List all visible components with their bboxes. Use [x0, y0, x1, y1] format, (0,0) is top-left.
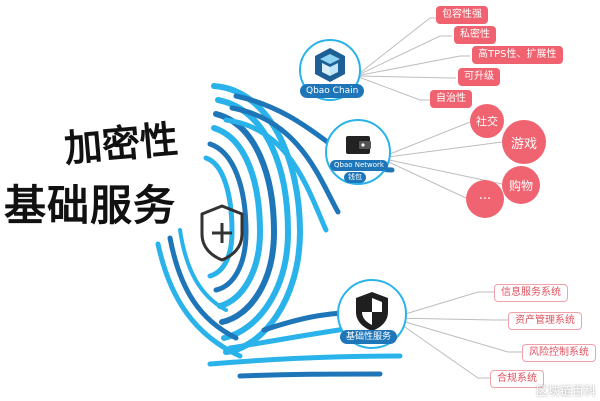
shield-dark-icon — [356, 292, 388, 331]
watermark: 区块链百科 — [535, 384, 596, 398]
bubble-shopping: 购物 — [502, 166, 540, 204]
wallet-connectors — [379, 121, 503, 199]
chain-tag-privacy: 私密性 — [454, 26, 496, 44]
wallet-hub-label: Qbao Network — [330, 160, 388, 171]
basic-tag-compliance: 合规系统 — [490, 370, 544, 388]
headline-encryption: 加密性 — [62, 117, 180, 171]
bubble-games: 游戏 — [502, 120, 546, 164]
basic-tag-asset: 资产管理系统 — [508, 312, 582, 330]
chain-tag-inclusive: 包容性强 — [436, 6, 488, 24]
headline-basic-services: 基础服务 — [4, 181, 177, 230]
chain-tag-tps: 高TPS性、扩展性 — [472, 46, 563, 64]
chain-tag-upgradable: 可升级 — [458, 68, 500, 86]
basic-connectors — [391, 291, 522, 379]
chain-hub-label: Qbao Chain — [300, 84, 365, 98]
basic-tag-info: 信息服务系统 — [494, 284, 568, 302]
chain-tag-autonomy: 自治性 — [430, 90, 472, 108]
basic-hub-label: 基础性服务 — [340, 330, 398, 344]
chain-connectors — [355, 17, 470, 101]
wallet-hub-sublabel: 钱包 — [344, 172, 366, 183]
wallet-icon — [346, 136, 371, 154]
bubble-social: 社交 — [470, 104, 504, 138]
cube-icon — [315, 48, 345, 82]
bubble-more: ··· — [466, 180, 504, 218]
basic-tag-risk: 风险控制系统 — [522, 344, 596, 362]
shield-icon — [200, 204, 244, 262]
